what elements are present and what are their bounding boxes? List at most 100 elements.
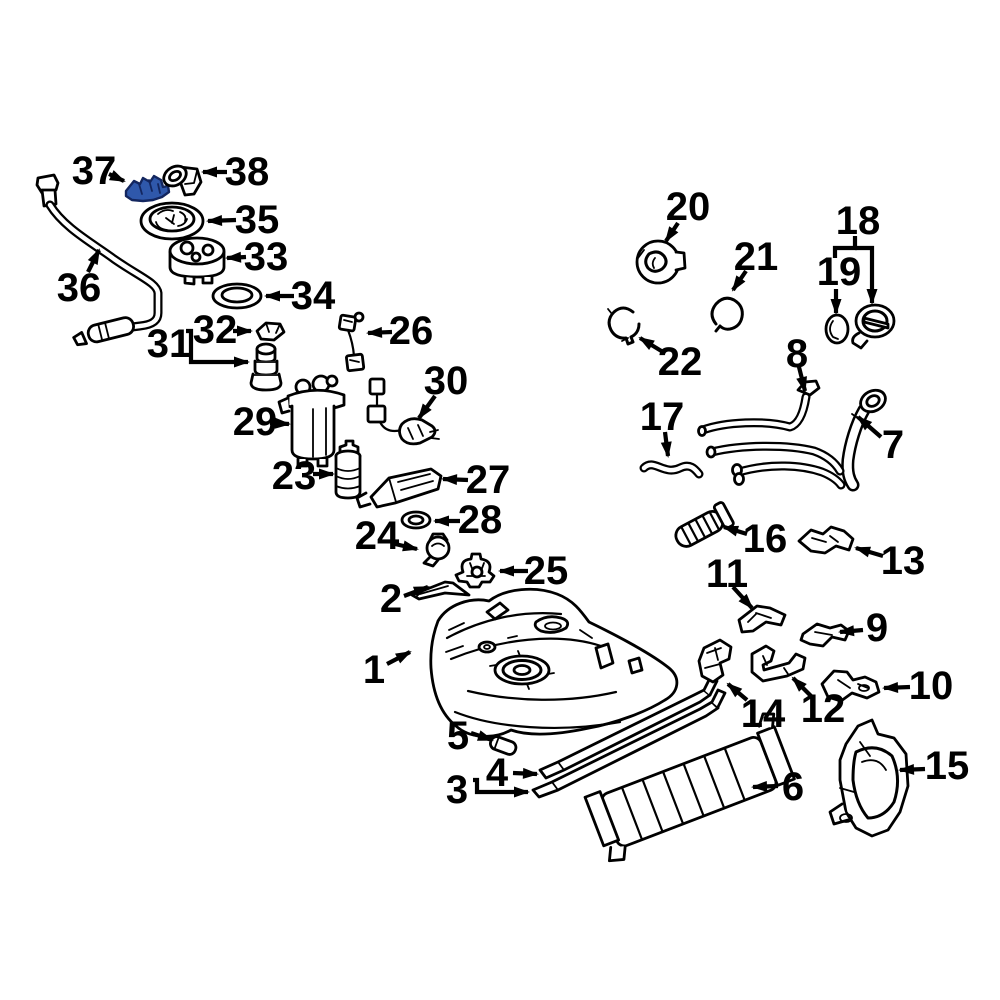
callout-24: 24 [355,514,419,558]
arrowhead [441,474,458,486]
callout-number-38: 38 [225,150,270,194]
callout-28: 28 [433,498,502,542]
arrowhead [319,468,335,480]
part-9-bracket [799,622,851,648]
part-22-snap-ring [607,306,641,346]
callout-number-10: 10 [909,664,954,708]
callout-number-2: 2 [380,577,402,621]
callout-number-14: 14 [741,692,786,736]
callout-number-8: 8 [786,332,808,376]
callout-21: 21 [731,235,778,292]
callout-number-20: 20 [666,185,711,229]
arrowhead [108,170,126,182]
arrowhead [882,681,899,693]
arrowhead [476,730,494,741]
part-12-bracket [750,644,807,683]
callout-number-13: 13 [881,539,926,583]
callout-1: 1 [363,648,412,692]
part-35-pump-plate [139,201,205,241]
callout-number-3: 3 [446,768,468,812]
part-33-retainer [168,236,226,286]
arrowhead [791,676,807,692]
callout-2: 2 [380,577,430,621]
arrowhead [514,786,530,798]
callout-number-35: 35 [235,198,280,242]
part-18-fuel-cap [851,303,896,350]
part-31-regulator [249,342,283,392]
part-7-filler-pipe [705,388,887,492]
arrowhead [366,326,383,338]
part-19-cap-gasket [824,313,850,345]
callout-10: 10 [882,664,953,708]
callout-number-18: 18 [836,199,881,243]
callout-36: 36 [57,248,102,310]
callout-18: 18 [832,199,881,305]
part-38-grommet [162,164,203,197]
callout-20: 20 [664,185,711,243]
arrowhead [664,226,679,243]
leader-line [832,236,858,258]
part-26-sender-wire [337,311,366,373]
callout-38: 38 [201,150,269,194]
part-34-gasket [211,282,263,310]
arrowhead [726,682,743,698]
part-13-bracket [797,525,855,555]
callout-7: 7 [856,415,904,467]
callout-34: 34 [264,274,336,318]
leader-line [855,245,875,303]
callout-4: 4 [486,751,539,795]
callout-number-11: 11 [706,552,748,596]
part-23-fuel-pump [334,439,362,500]
callout-3: 3 [446,768,530,812]
arrowhead [738,593,754,610]
arrowhead [854,546,871,558]
callout-number-36: 36 [57,266,102,310]
arrowhead [417,403,432,420]
callout-number-26: 26 [389,309,434,353]
callout-number-32: 32 [193,308,238,352]
arrowhead [830,299,842,315]
part-16-ribbed-hose [674,501,735,548]
part-3-tank-band [531,688,727,799]
arrowhead [638,336,655,350]
callout-number-15: 15 [925,744,970,788]
callout-number-22: 22 [658,340,703,384]
arrowhead [796,376,807,393]
callout-number-24: 24 [355,514,400,558]
part-36-fuel-tube [35,173,163,347]
part-20-valve-cap [635,239,687,285]
callout-26: 26 [366,309,433,353]
arrowhead [522,767,539,779]
arrowhead [412,586,430,598]
callout-12: 12 [791,676,845,731]
callout-number-19: 19 [817,250,862,294]
callout-13: 13 [854,539,925,583]
callout-number-31: 31 [147,322,192,366]
part-2-shim [410,580,471,601]
callout-29: 29 [233,400,291,444]
callout-5: 5 [447,714,494,758]
callout-number-7: 7 [882,423,904,467]
callout-number-28: 28 [458,498,503,542]
part-10-bracket [820,669,881,703]
arrowhead [402,540,419,552]
callout-number-4: 4 [486,751,509,795]
arrowhead [274,417,291,429]
callout-number-37: 37 [72,149,117,193]
part-24-valve [422,532,451,568]
arrowhead [838,625,855,637]
arrowhead [237,325,253,337]
arrowhead [731,275,746,292]
arrowhead [898,763,915,775]
arrowhead [660,441,672,458]
callout-number-17: 17 [640,395,685,439]
callout-35: 35 [206,198,279,242]
callout-number-33: 33 [244,235,289,279]
callout-11: 11 [706,552,754,610]
arrowhead [206,215,223,226]
callout-8: 8 [786,332,808,393]
callout-32: 32 [193,308,253,352]
part-11-bracket [737,604,787,634]
